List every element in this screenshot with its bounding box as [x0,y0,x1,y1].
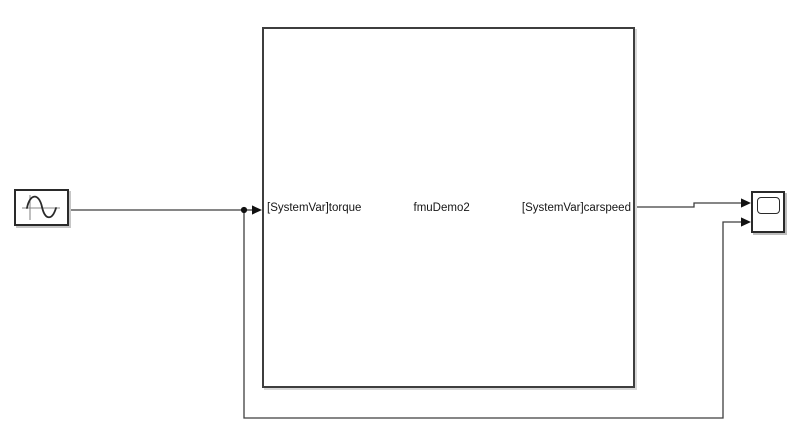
branch-point-dot[interactable] [240,206,248,214]
fmu-input-arrowhead-icon [252,205,262,215]
fmu-block[interactable]: [SystemVar]torque fmuDemo2 [SystemVar]ca… [262,27,635,388]
sine-wave-block[interactable] [14,189,69,226]
sine-wave-icon [22,195,60,220]
scope-block[interactable] [751,191,785,233]
fmu-output-port-label: [SystemVar]carspeed [521,201,631,214]
wire-fmu-output-to-scope[interactable] [635,202,742,208]
fmu-input-port-label: [SystemVar]torque [267,201,362,214]
scope-input2-arrowhead-icon [741,217,751,227]
scope-input1-arrowhead-icon [741,198,751,208]
fmu-port-row: [SystemVar]torque fmuDemo2 [SystemVar]ca… [264,202,633,214]
scope-screen-icon [757,197,780,214]
wire-feedback-to-scope[interactable] [243,210,742,419]
fmu-block-name: fmuDemo2 [413,201,470,214]
